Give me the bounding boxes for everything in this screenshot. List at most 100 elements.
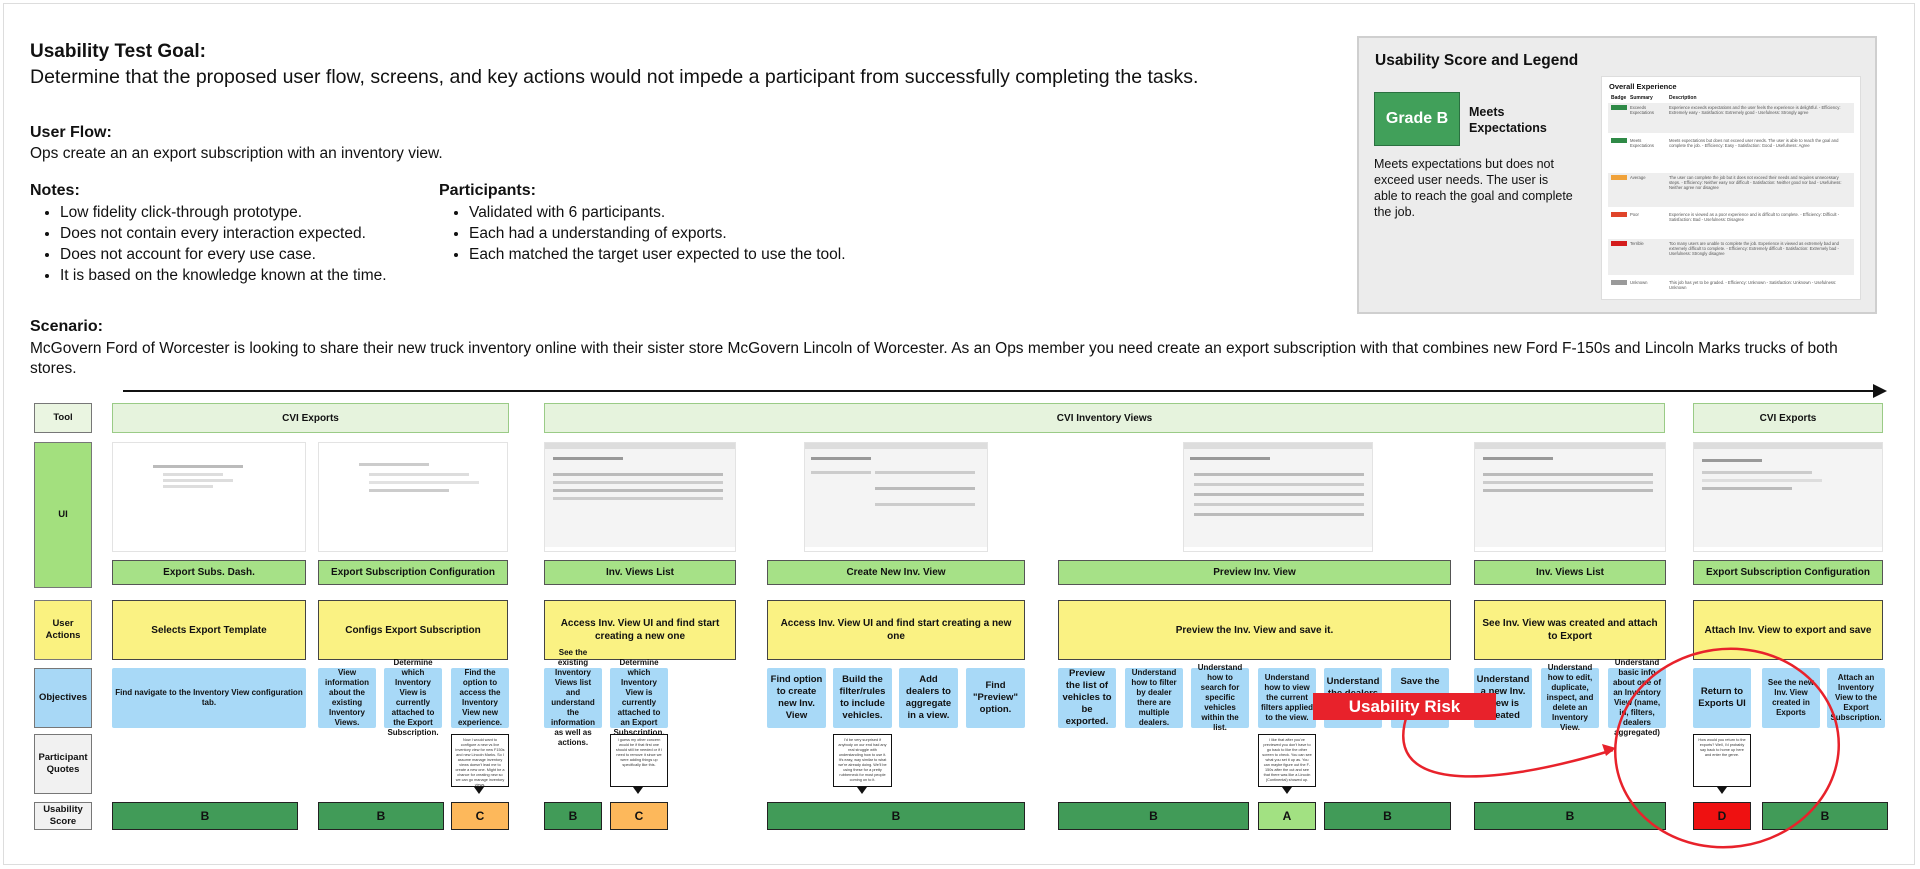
table-header: Badge [1611,95,1627,101]
row-label-ui: UI [34,442,92,588]
objective-card: Preview the list of vehicles to be expor… [1058,668,1116,728]
legend-summary: Unknown [1630,280,1648,285]
objective-card: Understand how to edit, duplicate, inspe… [1541,663,1599,732]
participants-list: Validated with 6 participants. Each had … [439,202,846,265]
legend-badge [1611,105,1627,110]
quote-tail-icon [1282,787,1292,794]
list-item: Does not account for every use case. [60,244,387,265]
legend-badge [1611,280,1627,285]
screen-label: Create New Inv. View [767,560,1025,585]
participant-quote: Now I would want to configure a new vs l… [451,734,509,787]
score-badge: B [1324,802,1451,830]
legend-summary: Average [1630,175,1646,180]
legend-description: Too many users are unable to complete th… [1669,241,1839,256]
legend-description: Experience is viewed as a poor experienc… [1669,212,1840,222]
participant-quote: I like that after you've previewed you d… [1258,734,1316,787]
user-action: Access Inv. View UI and find start creat… [544,600,736,660]
objective-card: Attach an Inventory View to the Export S… [1827,668,1885,728]
legend-badge [1611,138,1627,143]
participant-quote: I'd be very surprised if anybody on our … [833,734,892,787]
objective-card: Find navigate to the Inventory View conf… [112,668,306,728]
user-action: Selects Export Template [112,600,306,660]
ui-thumbnail [1474,442,1666,552]
canvas-frame [3,3,1915,865]
legend-summary: Exceeds Expectations [1630,105,1654,115]
list-item: Each matched the target user expected to… [469,244,846,265]
objective-card: Find option to create new Inv. View [767,668,826,728]
legend-summary: Meets Expectations [1630,138,1654,148]
participant-quote: I guess my other concern would be if tha… [610,734,668,787]
legend-row: Average The user can complete the job but… [1608,173,1854,207]
usability-risk-label: Usability Risk [1313,693,1496,720]
score-badge: B [1058,802,1249,830]
risk-arrow-line [1402,711,1614,778]
scenario-text: McGovern Ford of Worcester is looking to… [30,340,1838,377]
list-item: Does not contain every interaction expec… [60,223,387,244]
user-flow-text: Ops create an an export subscription wit… [30,145,443,162]
scenario-heading: Scenario: [30,318,103,335]
legend-row: Exceeds Expectations Experience exceeds e… [1608,103,1854,133]
score-badge: C [610,802,668,830]
ui-thumbnail [1183,442,1373,552]
participant-quote: How would you return to the exports? Wel… [1693,734,1751,787]
notes-section: Notes: Low fidelity click-through protot… [30,182,387,286]
notes-list: Low fidelity click-through prototype. Do… [30,202,387,286]
list-item: Each had a understanding of exports. [469,223,846,244]
legend-row: Terrible Too many users are unable to com… [1608,239,1854,275]
objective-card: Understand how to view the current filte… [1258,668,1316,728]
objective-card: Find the option to access the Inventory … [451,668,509,728]
legend-title: Usability Score and Legend [1375,52,1579,69]
score-badge: D [1693,802,1751,830]
legend-description: The user can complete the job but it doe… [1669,175,1842,190]
score-badge: B [767,802,1025,830]
row-label-tool: Tool [34,403,92,433]
row-label-objectives: Objectives [34,668,92,728]
user-flow-heading: User Flow: [30,124,112,141]
screen-label: Export Subscription Configuration [1693,560,1883,585]
objective-card: Find "Preview" option. [966,668,1025,728]
list-item: Low fidelity click-through prototype. [60,202,387,223]
legend-summary: Terrible [1630,241,1644,246]
user-action: Access Inv. View UI and find start creat… [767,600,1025,660]
participants-heading: Participants: [439,182,536,199]
quote-tail-icon [1717,787,1727,794]
grade-b-badge: Grade B [1374,92,1460,146]
usability-legend: Usability Score and Legend Grade B Meets… [1357,36,1877,314]
table-header: Description [1669,95,1697,101]
score-badge: B [544,802,602,830]
ui-thumbnail [112,442,306,552]
list-item: Validated with 6 participants. [469,202,846,223]
user-action: Preview the Inv. View and save it. [1058,600,1451,660]
ui-thumbnail [318,442,508,552]
screen-label: Inv. Views List [544,560,736,585]
table-header: Summary [1630,95,1653,101]
objective-card: Understand how to filter by dealer there… [1125,668,1183,728]
user-action: Configs Export Subscription [318,600,508,660]
list-item: It is based on the knowledge known at th… [60,265,387,286]
screen-label: Preview Inv. View [1058,560,1451,585]
timeline-arrow [123,390,1885,392]
tool-cvi-inventory-views: CVI Inventory Views [544,403,1665,433]
score-badge: B [1762,802,1888,830]
objective-card: Understand how to search for specific ve… [1191,663,1249,732]
risk-circle [1613,647,1841,849]
tool-cvi-exports: CVI Exports [112,403,509,433]
goal-text: Determine that the proposed user flow, s… [30,66,1199,88]
legend-badge [1611,241,1627,246]
ui-thumbnail [1693,442,1883,552]
screen-label: Export Subscription Configuration [318,560,508,585]
grade-description: Meets expectations but does not exceed u… [1374,157,1573,219]
arrowhead-icon [1873,384,1887,398]
score-badge: B [318,802,444,830]
objective-card: Build the filter/rules to include vehicl… [833,668,892,728]
participants-section: Participants: Validated with 6 participa… [439,182,846,265]
legend-badge [1611,175,1627,180]
overall-experience-table: Overall Experience Badge Summary Descrip… [1601,76,1861,300]
grade-name: Meets Expectations [1469,105,1547,135]
score-badge: B [112,802,298,830]
legend-description: Experience exceeds expectations and the … [1669,105,1841,115]
objective-card: View information about the existing Inve… [318,668,376,728]
